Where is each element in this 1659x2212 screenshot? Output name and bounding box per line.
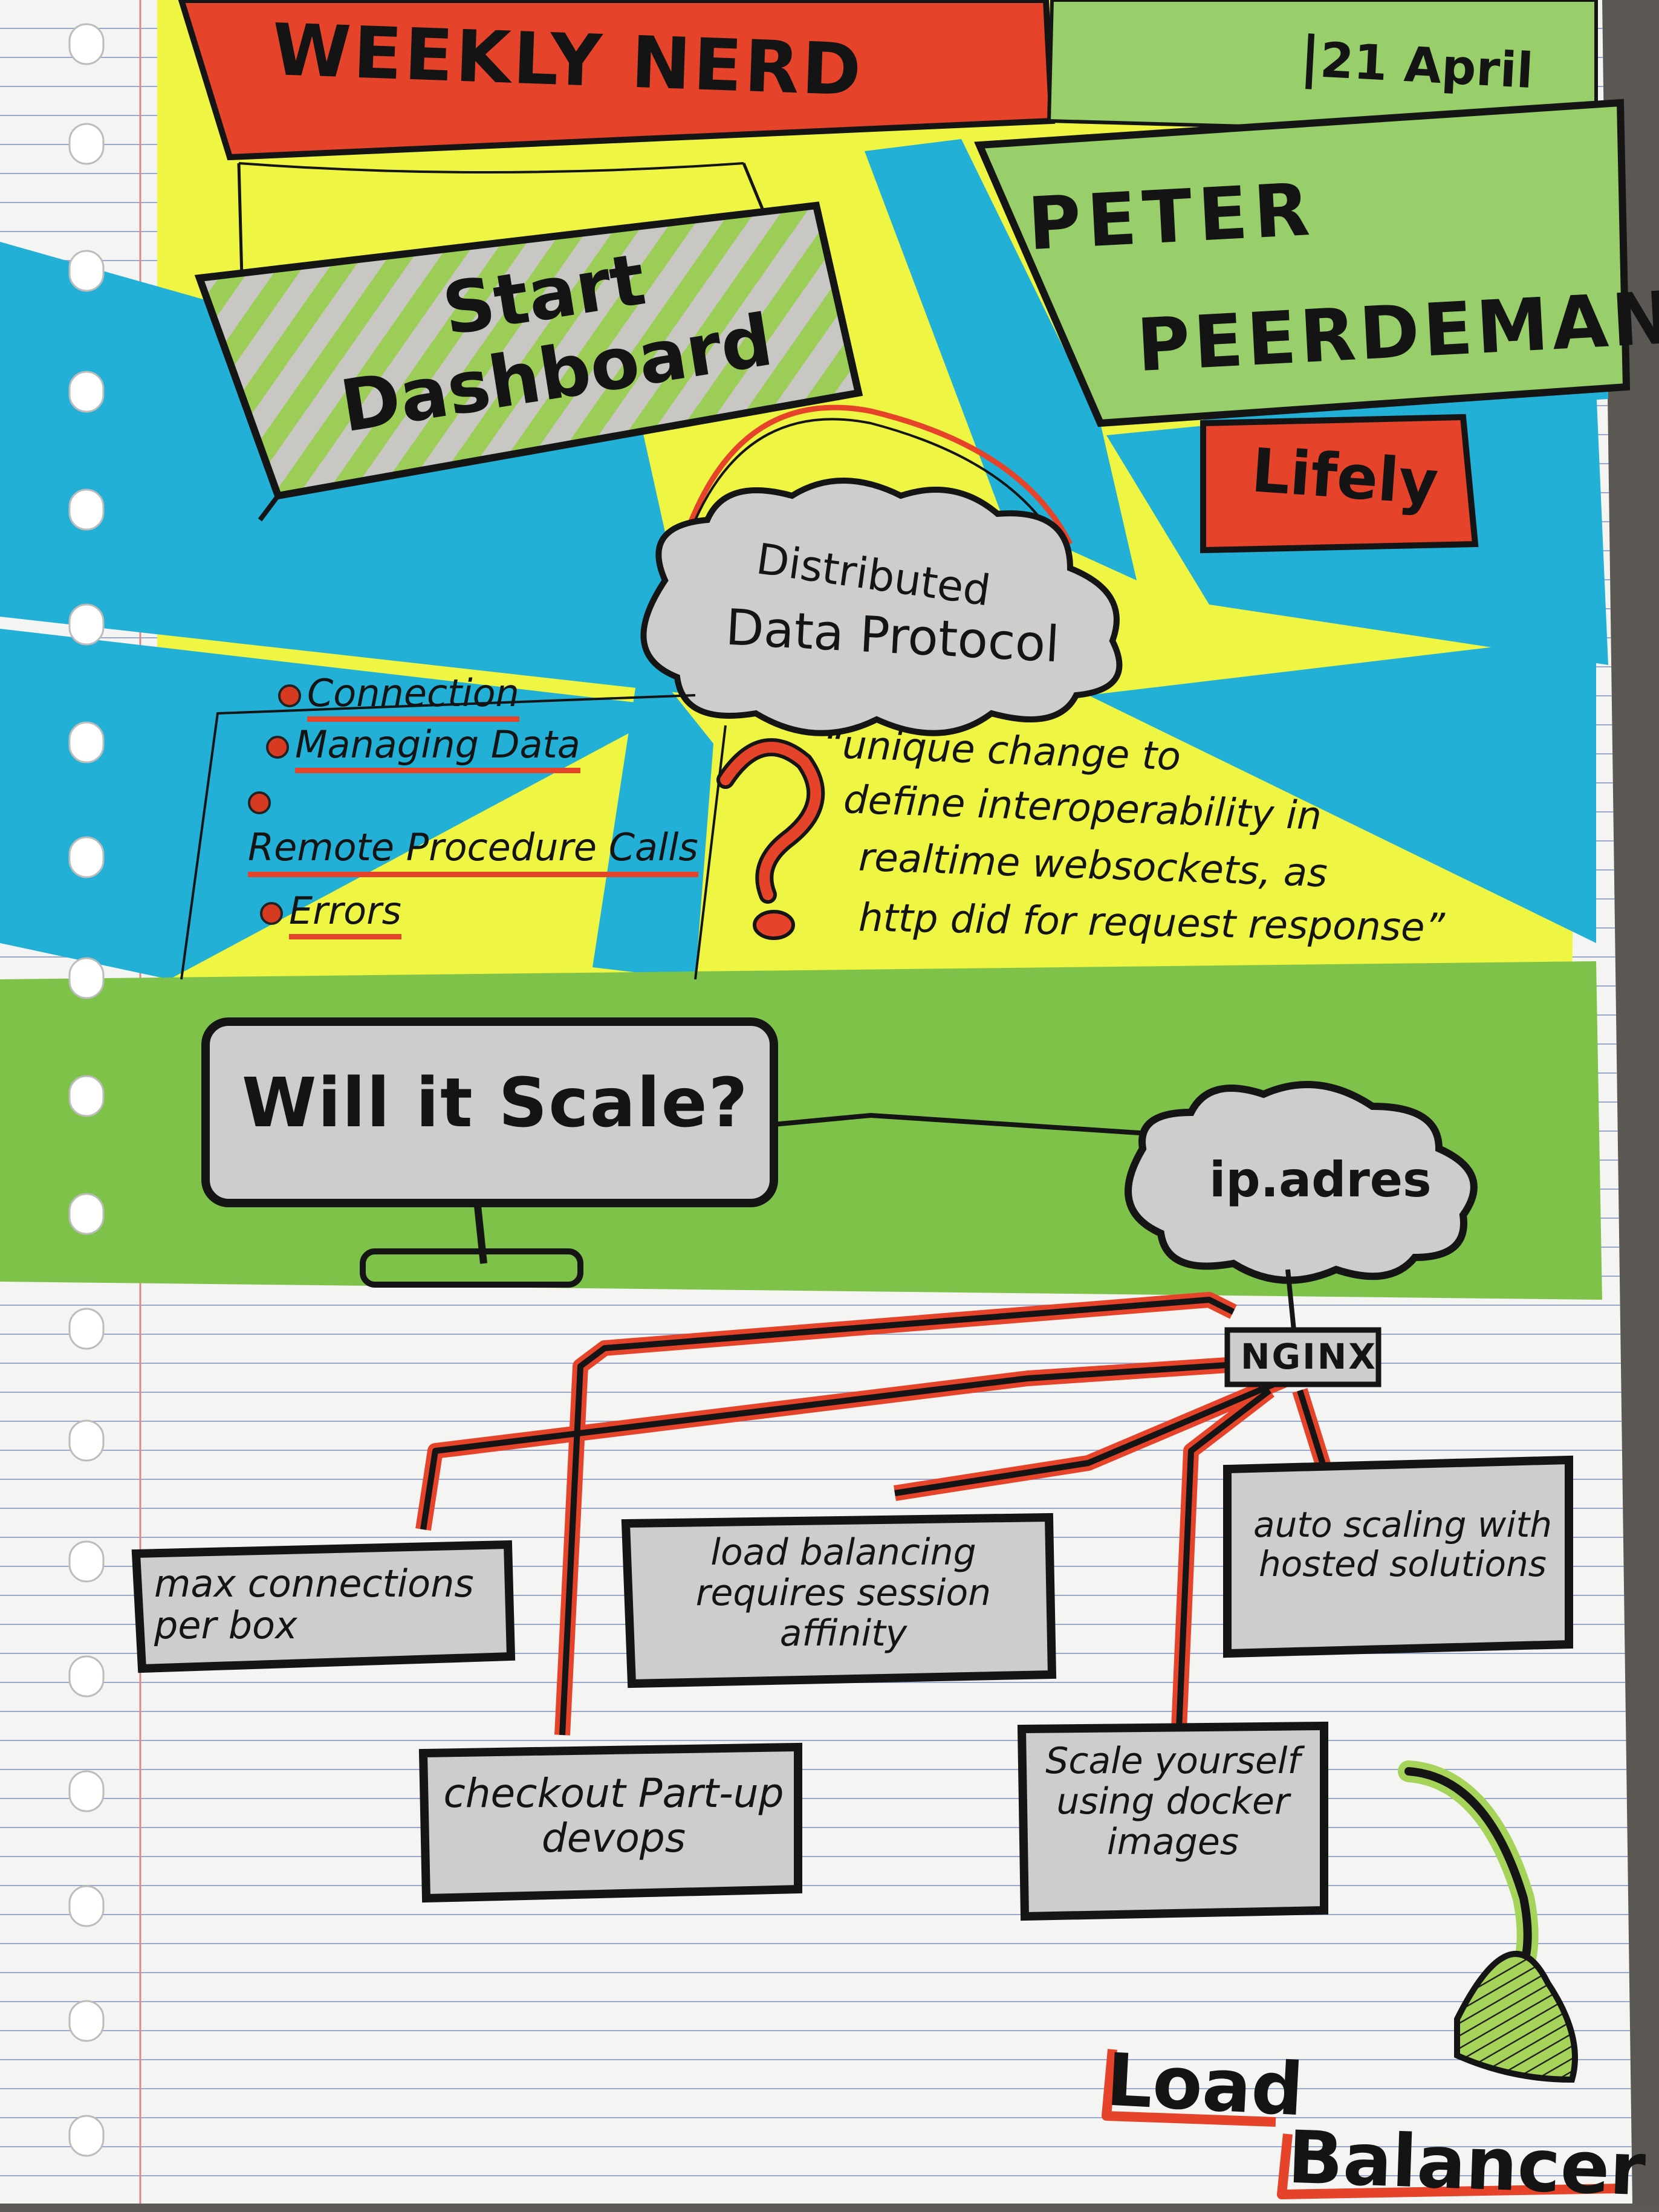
question-mark-icon <box>716 738 825 940</box>
company-badge <box>1200 414 1479 554</box>
load-balancer-line-2: Balancer <box>1286 2115 1647 2212</box>
date-prefix: | <box>1298 24 1322 90</box>
box-max-connections: max connections per box <box>154 1562 474 1648</box>
load-balancer-icon <box>1398 1760 1578 2083</box>
spiral-binding-icon <box>68 23 105 2157</box>
bullet-icon <box>260 901 283 925</box>
load-balancer-line-1: Load <box>1104 2038 1306 2133</box>
bullet-icon <box>278 684 301 707</box>
box-scale-yourself: Scale yourself using docker images <box>1045 1740 1300 1864</box>
monitor-icon <box>201 1017 778 1288</box>
box-checkout: checkout Part-up devops <box>443 1770 784 1861</box>
ddp-cloud-icon <box>640 478 1123 736</box>
box-load-balancing: load balancing requires session affinity <box>695 1531 992 1655</box>
box-auto-scaling: auto scaling with hosted solutions <box>1253 1504 1552 1584</box>
load-balancer-highlight <box>1102 2049 1621 2199</box>
date: |21 April <box>1298 24 1534 101</box>
feature-item: Remote Procedure Calls <box>248 777 707 877</box>
date-text: 21 April <box>1319 31 1535 100</box>
feature-item: Managing Data <box>266 722 580 773</box>
speaker-panel <box>974 99 1631 427</box>
info-boxes <box>131 1455 1573 1921</box>
feature-item: Errors <box>260 889 401 939</box>
nginx-label: NGINX <box>1241 1336 1377 1377</box>
scale-question: Will it Scale? <box>242 1064 749 1143</box>
company: Lifely <box>1249 435 1441 519</box>
bullet-icon <box>266 735 289 759</box>
speaker-name-1: PETER <box>1025 167 1318 267</box>
feature-item: Connection <box>278 671 519 722</box>
nginx-box <box>1224 1327 1381 1387</box>
lamp-icon <box>686 404 1073 546</box>
ip-cloud-icon <box>1125 1081 1478 1331</box>
ip-label: ip.adres <box>1209 1152 1432 1208</box>
bullet-icon <box>248 791 271 814</box>
start-dashboard-sign <box>194 201 863 522</box>
